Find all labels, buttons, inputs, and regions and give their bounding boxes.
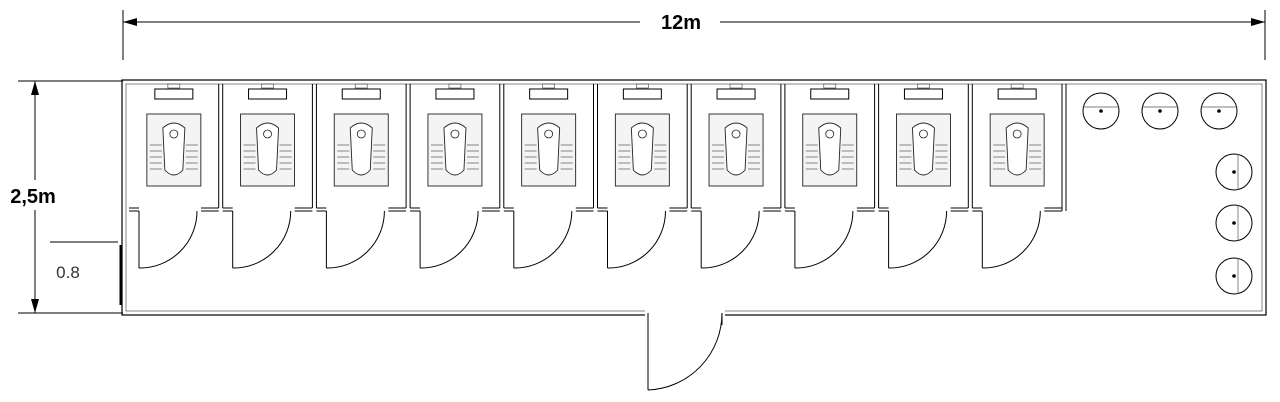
squat-toilet-icon bbox=[708, 113, 764, 187]
width-dimension: 2,5m bbox=[10, 80, 123, 314]
toilet-stall bbox=[129, 83, 219, 269]
round-washbasin-icon bbox=[1082, 92, 1120, 130]
toilet-stalls bbox=[129, 83, 1067, 269]
squat-toilet-icon bbox=[802, 113, 858, 187]
toilet-stall bbox=[874, 83, 969, 269]
squat-toilet-icon bbox=[614, 113, 670, 187]
entrance-door-icon bbox=[645, 309, 725, 391]
squat-toilet-icon bbox=[333, 113, 389, 187]
width-label: 2,5m bbox=[10, 186, 56, 208]
round-washbasin-icon bbox=[1215, 257, 1253, 295]
toilet-stall bbox=[593, 83, 688, 269]
length-label: 12m bbox=[661, 12, 701, 34]
toilet-stall bbox=[218, 83, 313, 269]
toilet-stall bbox=[499, 83, 594, 269]
squat-toilet-icon bbox=[521, 113, 577, 187]
toilet-stall bbox=[967, 83, 1062, 269]
squat-toilet-icon bbox=[989, 113, 1045, 187]
toilet-stall bbox=[311, 83, 407, 269]
round-washbasin-icon bbox=[1215, 153, 1253, 191]
toilet-stall bbox=[686, 83, 781, 269]
squat-toilet-icon bbox=[240, 113, 296, 187]
washbasins bbox=[1082, 92, 1253, 295]
round-washbasin-icon bbox=[1141, 92, 1179, 130]
corridor-dimension: 0.8 bbox=[50, 241, 118, 282]
squat-toilet-icon bbox=[427, 113, 483, 187]
corridor-label: 0.8 bbox=[56, 263, 80, 282]
toilet-stall bbox=[780, 83, 875, 269]
length-dimension: 12m bbox=[122, 10, 1266, 60]
toilet-stall bbox=[405, 83, 500, 269]
squat-toilet-icon bbox=[896, 113, 951, 187]
round-washbasin-icon bbox=[1215, 204, 1253, 242]
squat-toilet-icon bbox=[146, 113, 202, 187]
round-washbasin-icon bbox=[1200, 92, 1238, 130]
